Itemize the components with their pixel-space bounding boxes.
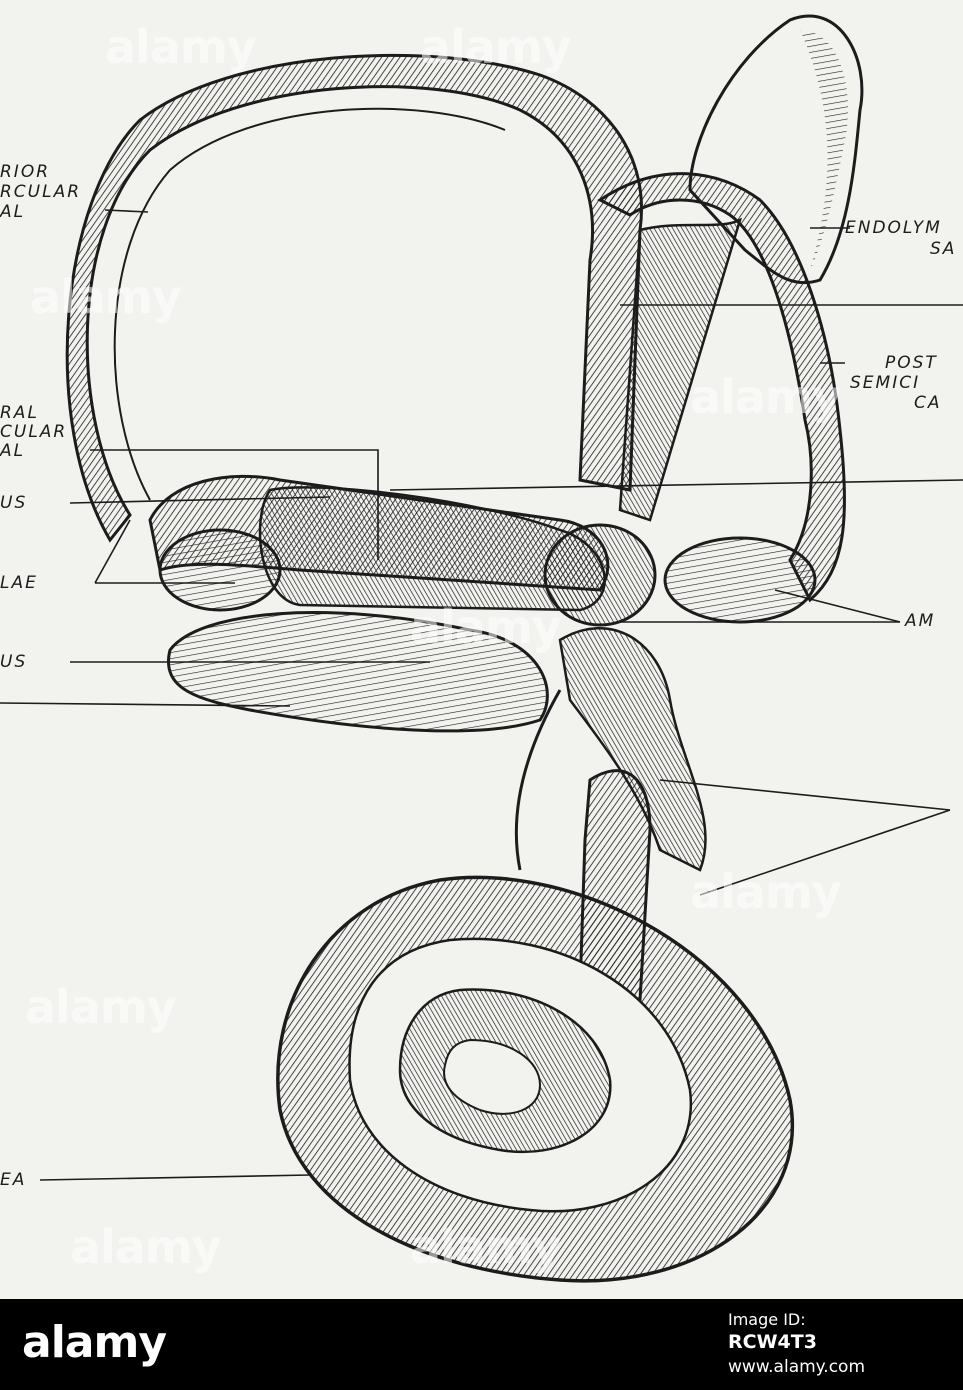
labyrinth-drawing bbox=[0, 14, 963, 1283]
watermark-text: alamy bbox=[410, 600, 562, 654]
label-lateral-canal-line1: RAL bbox=[0, 403, 39, 423]
label-ampullae-left: LAE bbox=[0, 573, 38, 593]
ampulla-lateral bbox=[158, 528, 282, 612]
watermark-text: alamy bbox=[420, 20, 572, 74]
watermark-text: alamy bbox=[690, 865, 842, 919]
image-id-label: Image ID: bbox=[728, 1310, 806, 1329]
label-lateral-canal-line2: CULAR bbox=[0, 422, 68, 442]
label-utriculus: US bbox=[0, 493, 28, 513]
footer-bar: alamy Image ID: RCW4T3 www.alamy.com bbox=[0, 1299, 963, 1390]
footer-url: www.alamy.com bbox=[728, 1357, 866, 1377]
label-endolymph-sac-line2: SA bbox=[930, 239, 957, 259]
footer-logo: alamy bbox=[22, 1317, 167, 1368]
image-id-block: Image ID: RCW4T3 bbox=[728, 1309, 817, 1353]
ampulla-posterior bbox=[663, 536, 817, 624]
label-ampullae-right: AM bbox=[905, 611, 936, 631]
inner-ear-illustration: alamy alamy alamy alamy alamy alamy alam… bbox=[0, 0, 963, 1299]
ampulla-superior bbox=[543, 523, 657, 627]
label-posterior-canal-line2: SEMICI bbox=[850, 373, 921, 393]
label-superior-canal-line3: AL bbox=[0, 202, 26, 222]
label-superior-canal-line2: RCULAR bbox=[0, 182, 82, 202]
vestibular-nerve bbox=[558, 627, 707, 872]
label-lateral-canal-line3: AL bbox=[0, 441, 26, 461]
image-id-value: RCW4T3 bbox=[728, 1331, 817, 1353]
common-crus bbox=[618, 217, 743, 522]
label-cochlea: EA bbox=[0, 1170, 27, 1190]
watermark-text: alamy bbox=[690, 370, 842, 424]
label-superior-canal-line1: RIOR bbox=[0, 162, 51, 182]
label-endolymph-sac-line1: ENDOLYM bbox=[845, 218, 942, 238]
watermark-text: alamy bbox=[25, 980, 177, 1034]
watermark-text: alamy bbox=[70, 1220, 222, 1274]
label-sacculus: US bbox=[0, 652, 28, 672]
watermark-text: alamy bbox=[105, 20, 257, 74]
label-posterior-canal-line1: POST bbox=[885, 353, 938, 373]
watermark-text: alamy bbox=[30, 270, 182, 324]
leader-lines bbox=[0, 209, 963, 1181]
label-posterior-canal-line3: CA bbox=[914, 393, 942, 413]
watermark-text: alamy bbox=[410, 1220, 562, 1274]
